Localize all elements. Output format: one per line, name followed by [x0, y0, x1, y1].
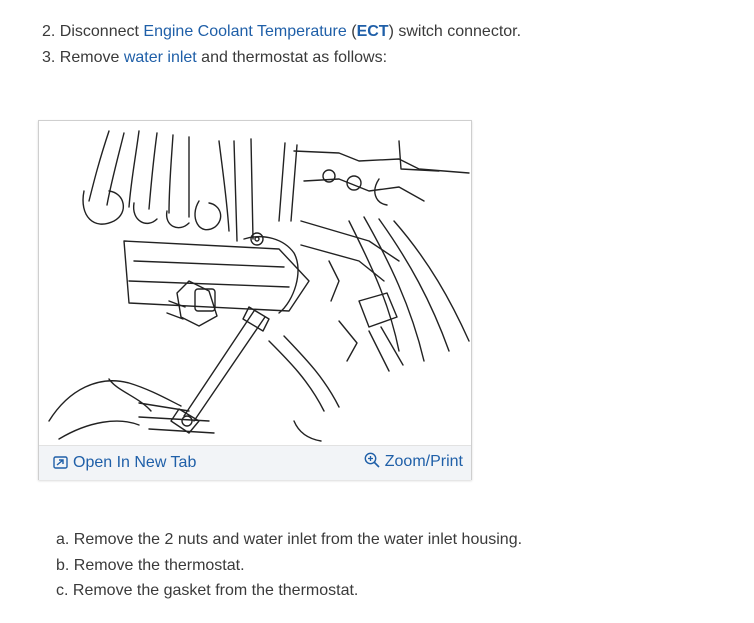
step-3-suffix: and thermostat as follows: — [196, 49, 388, 66]
engine-coolant-temperature-link[interactable]: Engine Coolant Temperature — [143, 23, 347, 40]
substep-c: c. Remove the gasket from the thermostat… — [56, 582, 359, 599]
step-2-suffix: ) switch connector. — [388, 23, 522, 40]
zoom-in-icon — [364, 452, 380, 468]
step-3-prefix: 3. Remove — [42, 49, 124, 66]
water-inlet-link[interactable]: water inlet — [123, 49, 197, 66]
step-3-text: 3. Remove water inlet and thermostat as … — [42, 48, 387, 68]
thermostat-figure: Open In New Tab Zoom/Print — [38, 120, 472, 480]
ect-link[interactable]: ECT — [356, 23, 389, 40]
figure-toolbar: Open In New Tab Zoom/Print — [39, 445, 471, 480]
substep-a: a. Remove the 2 nuts and water inlet fro… — [56, 531, 523, 548]
thermostat-removal-diagram — [48, 130, 470, 442]
open-in-new-tab-link[interactable]: Open In New Tab — [53, 454, 196, 472]
open-in-new-tab-label: Open In New Tab — [73, 454, 197, 471]
step-2-open-paren: ( — [346, 23, 357, 40]
zoom-print-label: Zoom/Print — [384, 453, 463, 470]
substep-b: b. Remove the thermostat. — [56, 557, 245, 574]
step-2-text: 2. Disconnect Engine Coolant Temperature… — [42, 22, 521, 42]
external-link-icon — [53, 456, 68, 469]
zoom-print-link[interactable]: Zoom/Print — [364, 452, 463, 471]
step-2-prefix: 2. Disconnect — [42, 23, 144, 40]
